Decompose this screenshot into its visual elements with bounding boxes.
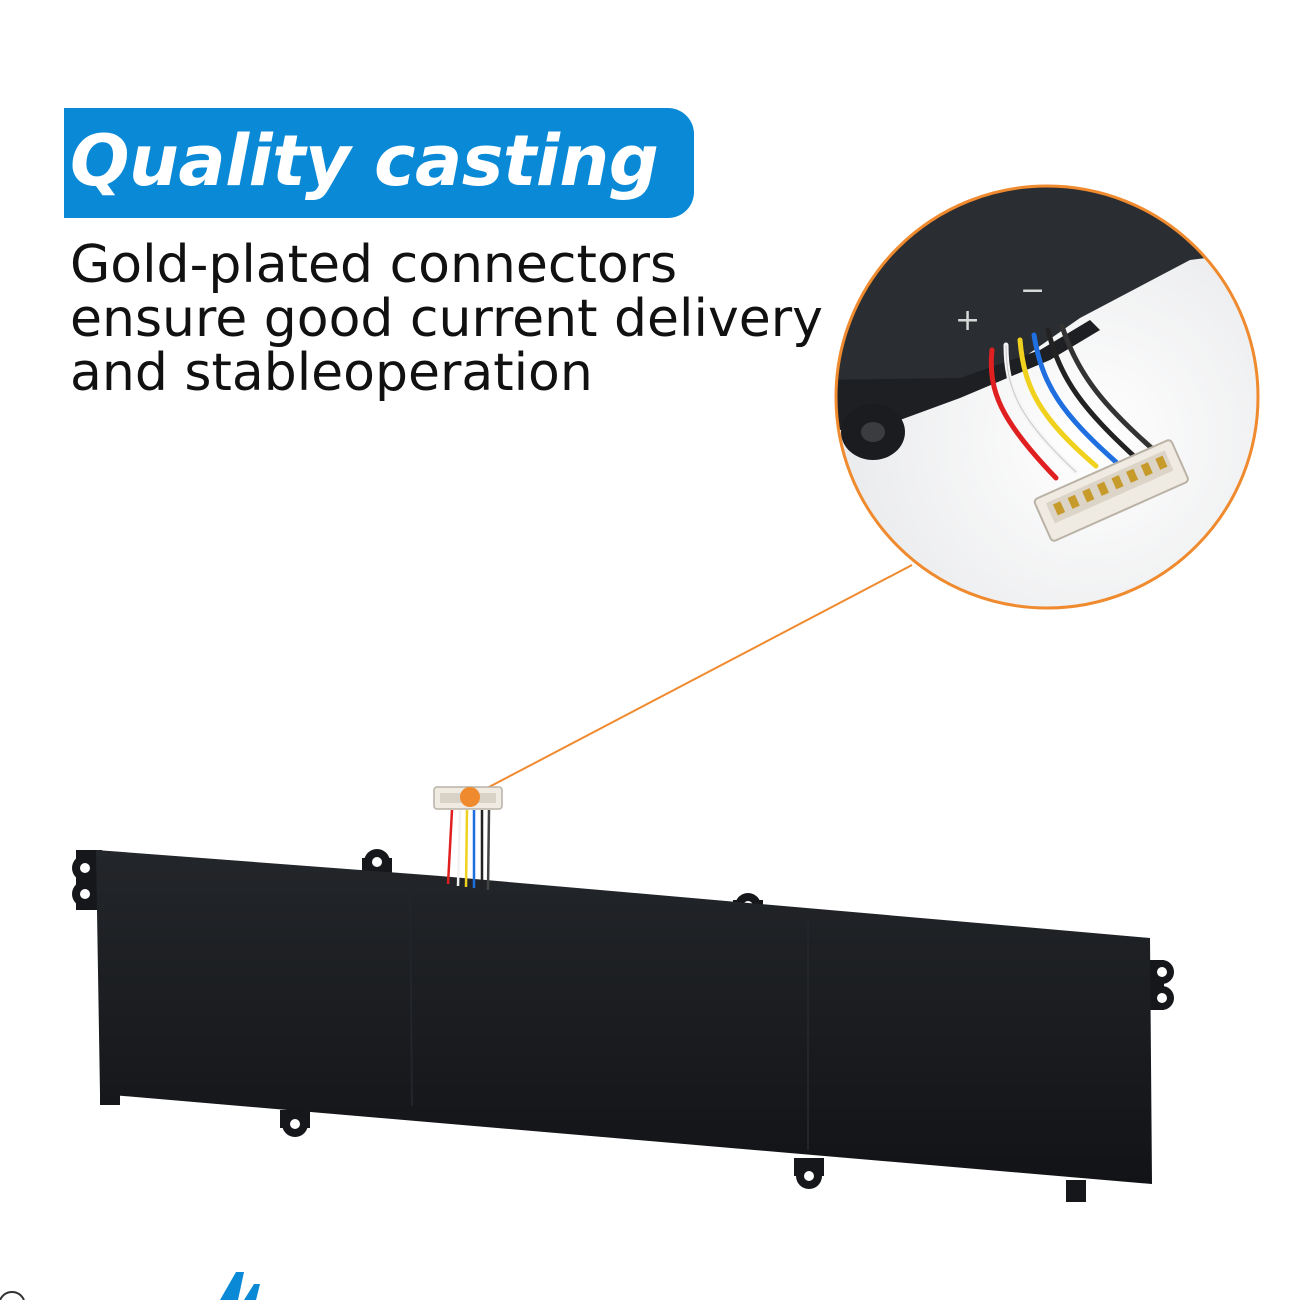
battery-pack — [72, 849, 1174, 1202]
cropped-bottom-logo — [0, 1272, 260, 1300]
zoom-callout: + − — [834, 184, 1260, 610]
zoom-callout-ring — [834, 184, 1260, 610]
banner-title: Quality casting — [70, 120, 659, 202]
battery-wires — [446, 809, 491, 891]
callout-anchor-dot — [460, 787, 480, 807]
callout-leader-line — [469, 564, 913, 798]
title-banner — [64, 108, 694, 218]
minus-label: − — [1020, 273, 1045, 308]
plus-label: + — [955, 303, 980, 338]
description-line-2: ensure good current delivery — [70, 289, 823, 349]
feature-description: Gold-plated connectors ensure good curre… — [70, 238, 830, 400]
description-line-1: Gold-plated connectors — [70, 235, 678, 295]
description-line-3: and stableoperation — [70, 343, 593, 403]
